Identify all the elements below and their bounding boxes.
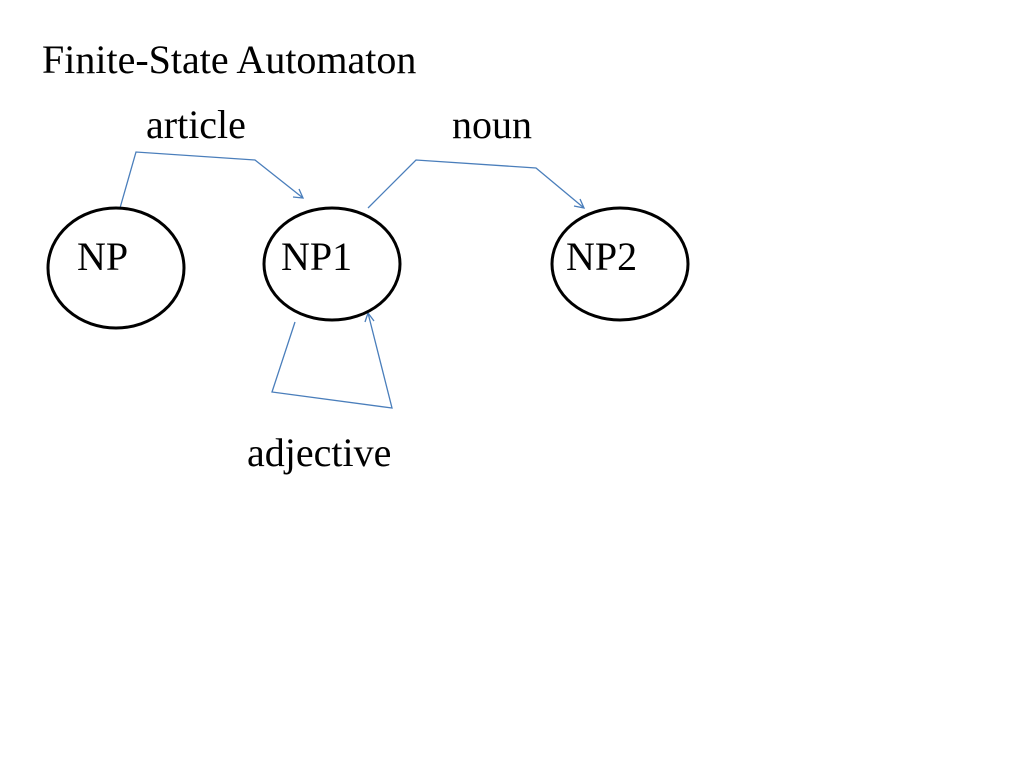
transition-adjective-label: adjective (247, 430, 391, 475)
state-np-node (46, 206, 186, 330)
transition-article: article (119, 102, 305, 209)
state-np1-node (262, 206, 402, 322)
state-np1: NP1 (262, 206, 402, 322)
state-np2: NP2 (550, 206, 690, 322)
state-np1-label: NP1 (281, 234, 352, 279)
transition-noun-arrowhead (573, 198, 586, 209)
transition-article-arrowhead (292, 188, 305, 199)
transition-adjective-path (271, 312, 393, 409)
transition-noun: noun (367, 102, 586, 209)
transition-article-label: article (146, 102, 246, 147)
transition-adjective: adjective (247, 311, 393, 475)
state-np: NP (46, 206, 186, 330)
transition-article-path (119, 151, 304, 209)
state-np2-node (550, 206, 690, 322)
state-np-label: NP (77, 234, 128, 279)
diagram-title: Finite-State Automaton (42, 37, 417, 82)
state-np2-label: NP2 (566, 234, 637, 279)
transition-noun-label: noun (452, 102, 532, 147)
transition-noun-path (367, 159, 585, 209)
